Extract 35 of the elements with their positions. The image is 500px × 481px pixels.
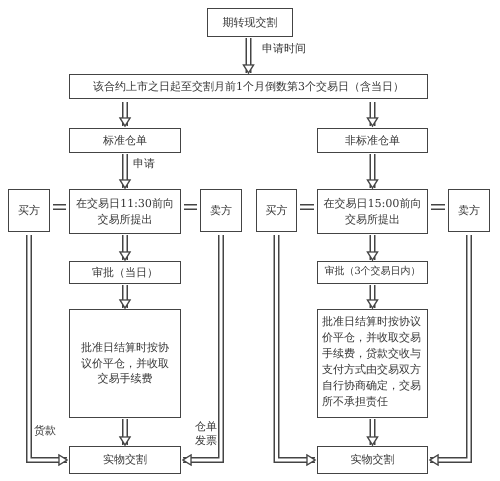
flow-box [69,74,428,99]
flow-box [69,309,181,418]
box-text: 批准日结算时按协议价平仓，并收取交易手续费 [80,340,170,388]
box-text: 标准仓单 [102,132,148,148]
flow-box [69,261,181,284]
box-text: 期转现交割 [222,14,278,30]
box-text: 实物交割 [102,452,148,468]
flow-box [317,309,428,418]
box-text: 批准日结算时按协议价平仓，并收取交易手续费，贷款交收与支付方式由交易双方自行协商确定，交易所不承担责任 [321,314,422,410]
box-text: 在交易日15:00前向交易所提出 [322,196,422,228]
flow-box [200,189,242,232]
flow-box [256,189,297,232]
box-text: 买方 [264,202,288,218]
flow-box [317,446,428,474]
box-text: 非标准仓单 [344,132,401,148]
box-text: 实物交割 [350,452,396,468]
flow-box [317,128,428,153]
box-text: 买方 [17,202,41,218]
flow-box [69,189,181,234]
flow-box [448,189,490,232]
edge-label: 申请时间 [262,42,306,56]
box-text: 审批（3个交易日内） [323,265,422,280]
flow-box [8,189,50,232]
box-text: 审批（当日） [91,264,159,280]
edge-label: 货款 [34,424,56,438]
flow-box [69,128,181,153]
flow-box [207,8,293,37]
box-text: 卖方 [209,202,233,218]
edge-label: 申请 [133,157,155,172]
flow-box [317,189,428,234]
flow-box [317,261,428,284]
flow-box [69,446,181,474]
box-text: 在交易日11:30前向交易所提出 [75,196,175,228]
box-text: 该合约上市之日起至交割月前1个月倒数第3个交易日（含当日） [92,78,405,94]
box-text: 卖方 [457,202,481,218]
